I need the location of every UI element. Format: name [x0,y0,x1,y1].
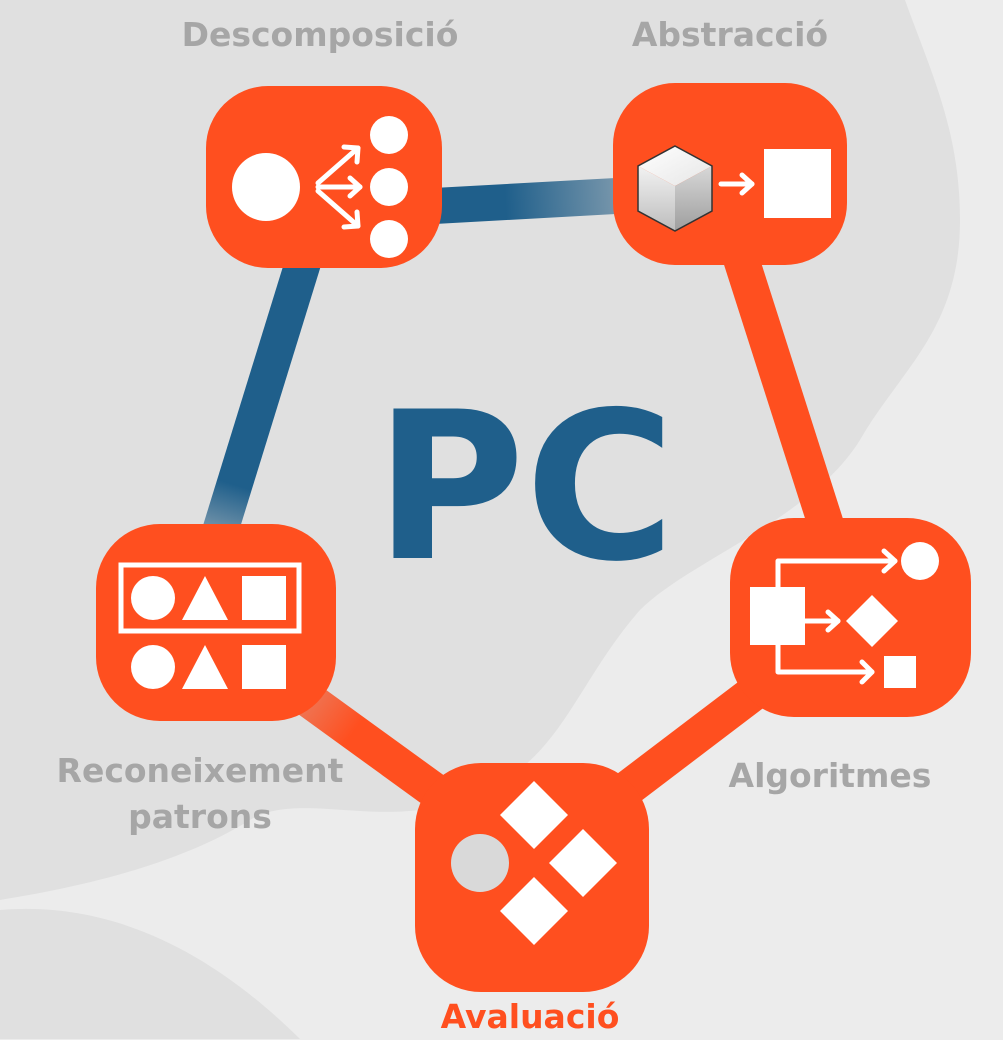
decomposition-icon [232,116,408,258]
label-abstraction: Abstracció [631,15,829,54]
algorithm-flow-icon [750,542,939,688]
label-evaluation: Avaluació [440,997,620,1036]
pattern-recognition-icon [118,562,302,689]
label-pattern-recognition: Reconeixement patrons [0,748,400,840]
node-algorithms [730,518,971,717]
node-abstraction [613,83,847,265]
label-decomposition: Descomposició [181,15,459,54]
evaluation-icon [451,781,617,945]
center-title: PC [375,369,676,607]
label-pattern-recognition-line1: Reconeixement [56,751,344,790]
label-pattern-recognition-line2: patrons [128,797,272,836]
node-decomposition [206,86,442,268]
node-pattern-recognition [96,524,336,721]
label-algorithms: Algoritmes [728,756,932,795]
node-evaluation [415,763,649,992]
abstraction-icon [637,145,831,232]
background-blob-bottom [0,908,300,1039]
connector-decomposition-pattern [187,234,328,586]
